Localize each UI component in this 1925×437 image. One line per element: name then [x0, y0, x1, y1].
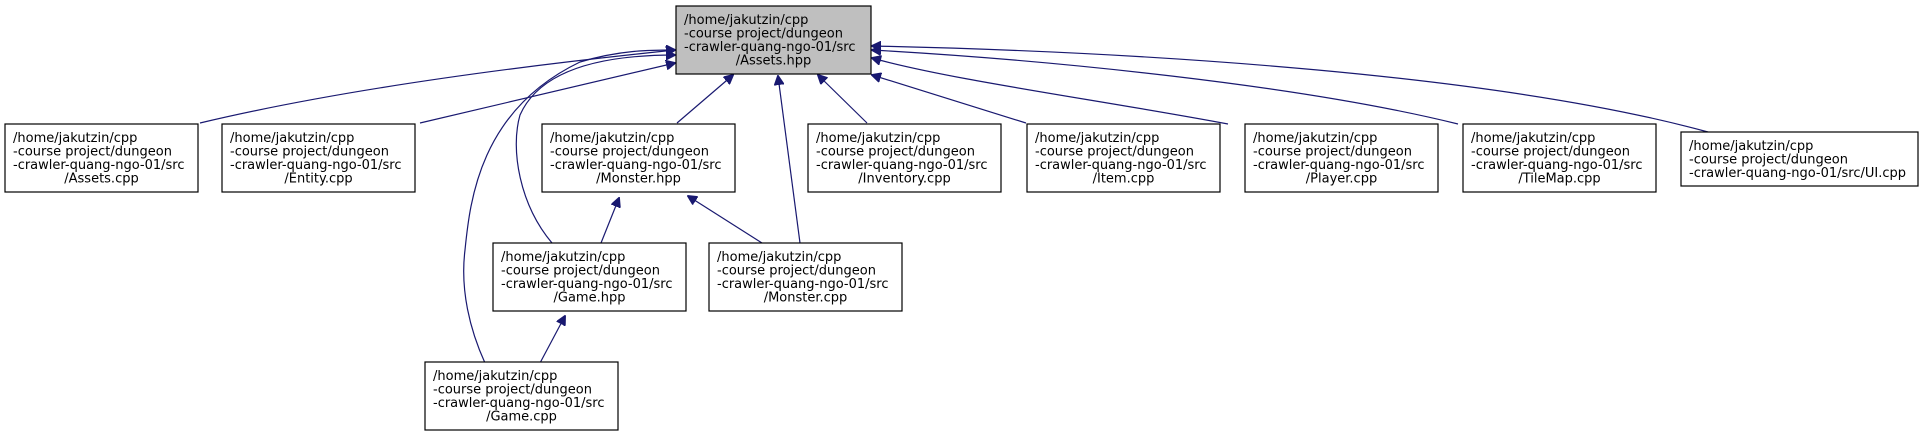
- node-label-line: -course project/dungeon: [501, 264, 660, 279]
- node-label-line: /TileMap.cpp: [1518, 172, 1600, 187]
- node-tilemap-cpp[interactable]: /home/jakutzin/cpp-course project/dungeo…: [1462, 123, 1657, 193]
- node-game-cpp[interactable]: /home/jakutzin/cpp-course project/dungeo…: [424, 361, 619, 431]
- node-inventory-cpp[interactable]: /home/jakutzin/cpp-course project/dungeo…: [807, 123, 1002, 193]
- node-label-line: -crawler-quang-ngo-01/src: [13, 158, 185, 173]
- node-label-line: -course project/dungeon: [816, 145, 975, 160]
- edge-assets-cpp-to-assets-hpp: [199, 50, 675, 124]
- node-label-line: -course project/dungeon: [1471, 145, 1630, 160]
- edge-item-cpp-to-assets-hpp: [872, 75, 1027, 124]
- node-label-line: /Entity.cpp: [284, 172, 352, 187]
- node-box: [424, 361, 619, 431]
- node-label-line: /Player.cpp: [1306, 172, 1377, 187]
- node-box: [221, 123, 416, 193]
- node-label-line: -course project/dungeon: [550, 145, 709, 160]
- node-label-line: -crawler-quang-ngo-01/src: [1253, 158, 1425, 173]
- node-label-line: /Game.cpp: [486, 410, 557, 425]
- node-box: [492, 242, 687, 312]
- node-label-line: -course project/dungeon: [717, 264, 876, 279]
- node-box: [4, 123, 199, 193]
- node-label-line: /home/jakutzin/cpp: [816, 131, 940, 146]
- node-assets-hpp[interactable]: /home/jakutzin/cpp-course project/dungeo…: [675, 5, 872, 75]
- node-box: [1462, 123, 1657, 193]
- node-box: [708, 242, 903, 312]
- node-ui-cpp[interactable]: /home/jakutzin/cpp-course project/dungeo…: [1680, 131, 1919, 187]
- edge-game-cpp-to-game-hpp: [539, 316, 565, 364]
- node-label-line: -crawler-quang-ngo-01/src: [816, 158, 988, 173]
- node-box: [1680, 131, 1919, 187]
- edge-monster-cpp-to-monster-hpp: [688, 196, 763, 244]
- edge-game-hpp-to-monster-hpp: [600, 198, 619, 244]
- node-box: [1244, 123, 1439, 193]
- node-label-line: /Game.hpp: [554, 291, 626, 306]
- node-label-line: /home/jakutzin/cpp: [433, 369, 557, 384]
- node-label-line: -course project/dungeon: [1253, 145, 1412, 160]
- node-label-line: -crawler-quang-ngo-01/src: [501, 277, 673, 292]
- node-label-line: -crawler-quang-ngo-01/src: [433, 396, 605, 411]
- node-label-line: /Assets.hpp: [736, 54, 812, 69]
- node-label-line: /home/jakutzin/cpp: [684, 13, 808, 28]
- edge-ui-cpp-to-assets-hpp: [872, 46, 1709, 133]
- node-label-line: /home/jakutzin/cpp: [1035, 131, 1159, 146]
- node-label-line: /home/jakutzin/cpp: [1253, 131, 1377, 146]
- node-assets-cpp[interactable]: /home/jakutzin/cpp-course project/dungeo…: [4, 123, 199, 193]
- node-label-line: /Monster.cpp: [764, 291, 848, 306]
- node-entity-cpp[interactable]: /home/jakutzin/cpp-course project/dungeo…: [221, 123, 416, 193]
- node-label-line: /Inventory.cpp: [858, 172, 950, 187]
- node-box: [1026, 123, 1221, 193]
- edge-entity-cpp-to-assets-hpp: [419, 63, 675, 124]
- node-label-line: -crawler-quang-ngo-01/src: [684, 40, 856, 55]
- node-label-line: /home/jakutzin/cpp: [230, 131, 354, 146]
- node-box: [541, 123, 736, 193]
- node-label-line: -course project/dungeon: [1035, 145, 1194, 160]
- node-box: [807, 123, 1002, 193]
- node-label-line: -crawler-quang-ngo-01/src: [1035, 158, 1207, 173]
- edge-inventory-cpp-to-assets-hpp: [818, 75, 868, 124]
- node-label-line: /Item.cpp: [1093, 172, 1155, 187]
- node-label-line: -course project/dungeon: [433, 383, 592, 398]
- edge-player-cpp-to-assets-hpp: [872, 58, 1229, 125]
- node-label-line: /home/jakutzin/cpp: [501, 250, 625, 265]
- edge-tilemap-cpp-to-assets-hpp: [872, 50, 1459, 125]
- edge-monster-cpp-to-assets-hpp: [778, 76, 801, 244]
- node-box: [675, 5, 872, 75]
- edge-monster-hpp-to-assets-hpp: [676, 75, 733, 124]
- node-item-cpp[interactable]: /home/jakutzin/cpp-course project/dungeo…: [1026, 123, 1221, 193]
- node-label-line: -crawler-quang-ngo-01/src: [717, 277, 889, 292]
- node-game-hpp[interactable]: /home/jakutzin/cpp-course project/dungeo…: [492, 242, 687, 312]
- node-label-line: -course project/dungeon: [684, 27, 843, 42]
- node-label-line: /Monster.hpp: [596, 172, 681, 187]
- node-monster-cpp[interactable]: /home/jakutzin/cpp-course project/dungeo…: [708, 242, 903, 312]
- node-label-line: -course project/dungeon: [13, 145, 172, 160]
- node-label-line: /Assets.cpp: [64, 172, 138, 187]
- node-label-line: -crawler-quang-ngo-01/src: [230, 158, 402, 173]
- node-label-line: /home/jakutzin/cpp: [717, 250, 841, 265]
- node-monster-hpp[interactable]: /home/jakutzin/cpp-course project/dungeo…: [541, 123, 736, 193]
- edge-game-cpp-to-assets-hpp: [463, 50, 675, 364]
- node-label-line: /home/jakutzin/cpp: [550, 131, 674, 146]
- node-label-line: -crawler-quang-ngo-01/src: [1471, 158, 1643, 173]
- node-label-line: /home/jakutzin/cpp: [1689, 139, 1813, 154]
- node-label-line: /home/jakutzin/cpp: [13, 131, 137, 146]
- node-player-cpp[interactable]: /home/jakutzin/cpp-course project/dungeo…: [1244, 123, 1439, 193]
- node-label-line: /home/jakutzin/cpp: [1471, 131, 1595, 146]
- edge-game-hpp-to-assets-hpp: [515, 55, 675, 244]
- node-label-line: -crawler-quang-ngo-01/src: [550, 158, 722, 173]
- node-label-line: -crawler-quang-ngo-01/src/UI.cpp: [1689, 166, 1906, 181]
- node-label-line: -course project/dungeon: [230, 145, 389, 160]
- node-label-line: -course project/dungeon: [1689, 152, 1848, 167]
